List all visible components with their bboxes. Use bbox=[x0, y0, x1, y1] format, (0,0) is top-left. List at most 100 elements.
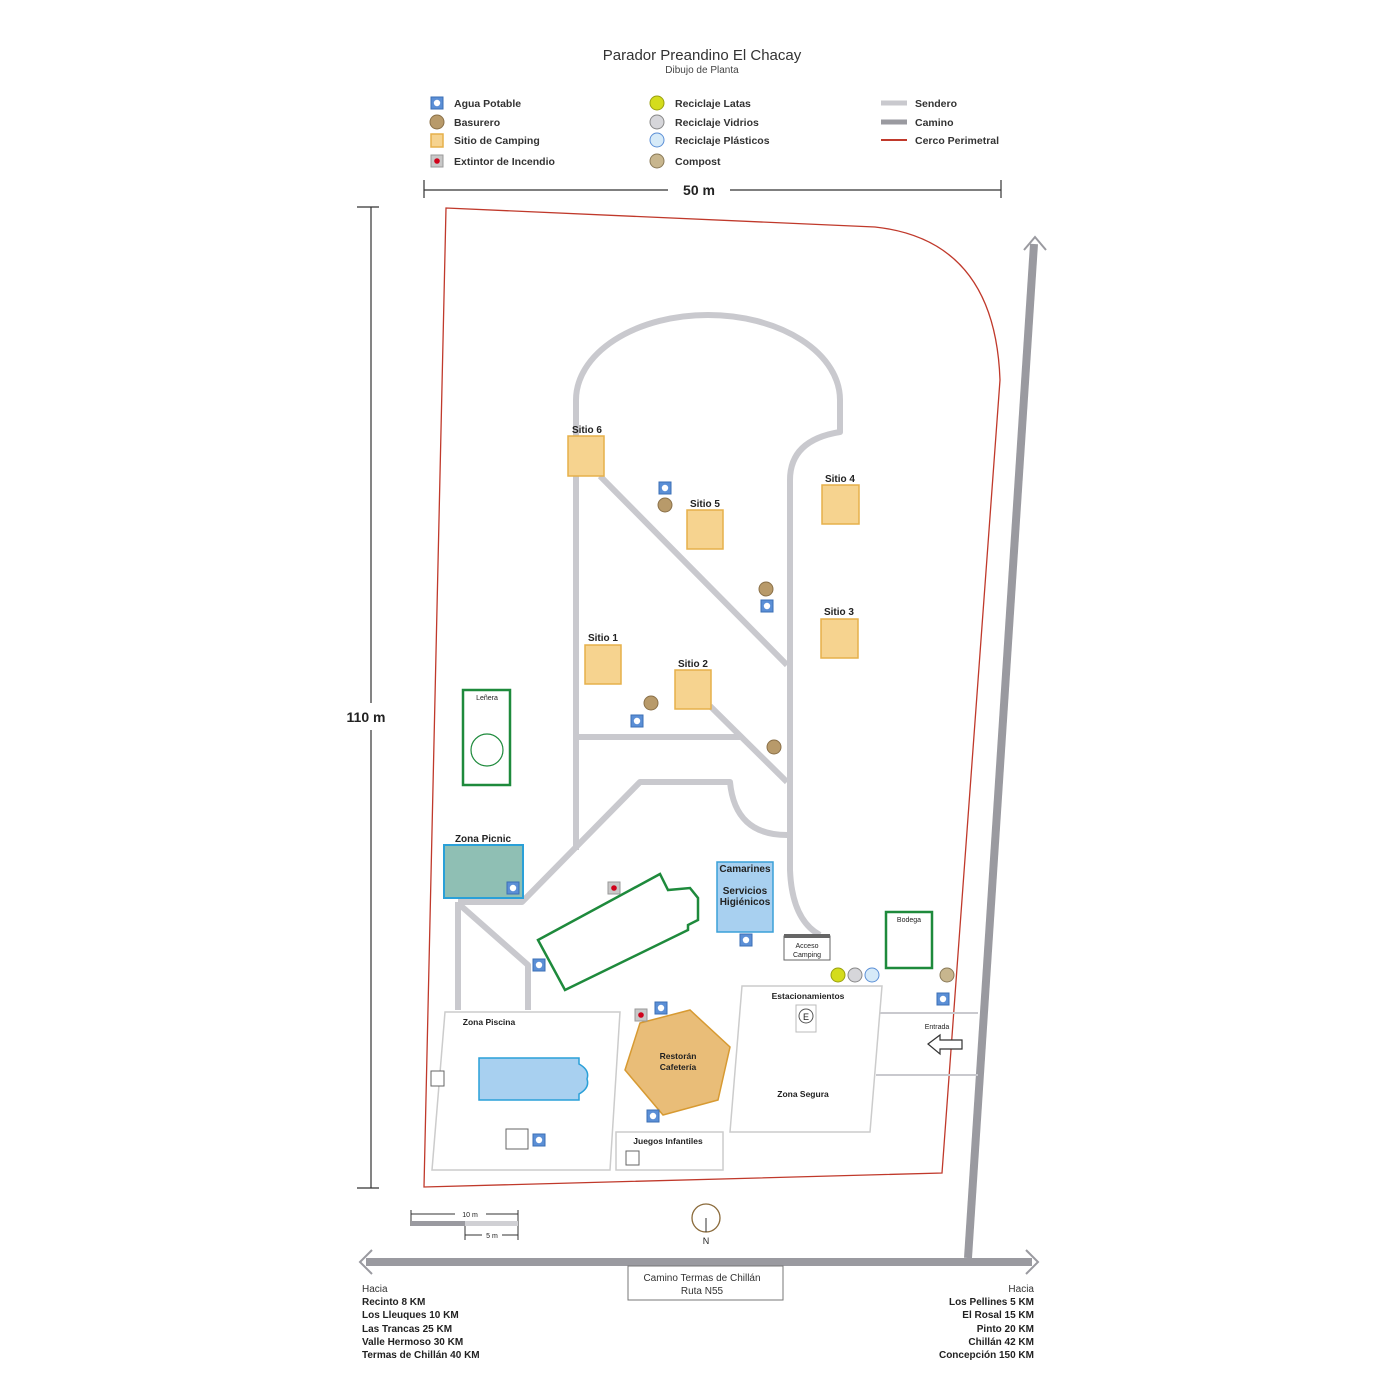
recycle-plastic-icon bbox=[649, 132, 665, 148]
water-icon bbox=[430, 96, 444, 110]
legend-label: Basurero bbox=[454, 117, 500, 129]
camarines-building: Camarines Servicios Higiénicos bbox=[716, 861, 774, 933]
scale-label: 10 m bbox=[462, 1212, 478, 1219]
campsite-sitio-4[interactable]: Sitio 4 bbox=[821, 474, 860, 525]
campsite-icon bbox=[430, 133, 444, 148]
campsite-label: Sitio 1 bbox=[588, 633, 618, 644]
campsite-label: Sitio 5 bbox=[690, 499, 720, 510]
pool-area: Zona Piscina bbox=[430, 1011, 621, 1171]
campsite-label: Sitio 3 bbox=[824, 607, 854, 618]
parking-area: Estacionamientos E Zona Segura bbox=[729, 985, 883, 1133]
legend-label: Sendero bbox=[915, 98, 957, 110]
water-icon bbox=[654, 1001, 668, 1015]
safe-zone-label: Zona Segura bbox=[777, 1089, 829, 1099]
legend-label: Extintor de Incendio bbox=[454, 156, 555, 168]
servicios-label: Servicios bbox=[723, 886, 768, 897]
destination-item: El Rosal 15 KM bbox=[962, 1310, 1034, 1321]
perimeter-fence bbox=[423, 207, 1001, 1188]
bodega-label: Bodega bbox=[897, 917, 921, 924]
recycle-glass-icon bbox=[649, 114, 665, 130]
width-label: 50 m bbox=[683, 182, 715, 198]
compost-icon bbox=[939, 967, 955, 983]
trash-icon bbox=[429, 114, 445, 130]
campsite-sitio-1[interactable]: Sitio 1 bbox=[584, 633, 622, 685]
fire-extinguisher-icon bbox=[607, 881, 621, 895]
trash-icon bbox=[766, 739, 782, 755]
trail-network bbox=[455, 312, 978, 1076]
legend-label: Reciclaje Vidrios bbox=[675, 117, 759, 129]
water-icon bbox=[739, 933, 753, 947]
playground-area: Juegos Infantiles bbox=[615, 1131, 724, 1171]
map-title: Parador Preandino El Chacay bbox=[603, 47, 802, 64]
road-route: Ruta N55 bbox=[681, 1286, 724, 1297]
entrance[interactable]: Entrada bbox=[925, 1024, 963, 1056]
legend-label: Compost bbox=[675, 156, 721, 168]
campsite-sitio-5[interactable]: Sitio 5 bbox=[686, 499, 724, 550]
campsite-sitio-6[interactable]: Sitio 6 bbox=[567, 425, 605, 477]
entrance-label: Entrada bbox=[925, 1024, 950, 1031]
bodega-building: Bodega bbox=[884, 910, 934, 970]
legend-label: Agua Potable bbox=[454, 98, 521, 110]
legend-label: Camino bbox=[915, 117, 954, 129]
acceso-camping-gate: Acceso Camping bbox=[783, 934, 831, 961]
restaurant-building: Restorán Cafetería bbox=[624, 1009, 731, 1116]
fire-extinguisher-icon bbox=[634, 1008, 648, 1022]
swimming-pool bbox=[478, 1057, 589, 1101]
destination-heading: Hacia bbox=[362, 1284, 388, 1295]
water-icon bbox=[936, 992, 950, 1006]
playground-label: Juegos Infantiles bbox=[633, 1136, 703, 1146]
campsite-label: Sitio 2 bbox=[678, 659, 708, 670]
trash-icon bbox=[657, 497, 673, 513]
trash-icon bbox=[758, 581, 774, 597]
trash-icon bbox=[643, 695, 659, 711]
parking-sign: E bbox=[803, 1012, 809, 1022]
water-icon bbox=[630, 714, 644, 728]
destination-item: Concepción 150 KM bbox=[939, 1350, 1034, 1361]
destinations-left: Hacia Recinto 8 KM Los Lleuques 10 KM La… bbox=[362, 1284, 480, 1361]
servicios-label: Higiénicos bbox=[720, 897, 771, 908]
acceso-label: Camping bbox=[793, 952, 821, 959]
restaurant-label: Cafetería bbox=[660, 1062, 697, 1072]
pool-label: Zona Piscina bbox=[463, 1017, 516, 1027]
campsite-sitio-3[interactable]: Sitio 3 bbox=[820, 607, 859, 659]
camarines-label: Camarines bbox=[719, 864, 771, 875]
campsite-label: Sitio 6 bbox=[572, 425, 602, 436]
road-camino bbox=[358, 235, 1047, 1275]
trash-points bbox=[643, 497, 782, 755]
road-label-box: Camino Termas de Chillán Ruta N55 bbox=[627, 1265, 784, 1301]
destination-item: Chillán 42 KM bbox=[968, 1337, 1034, 1348]
legend-label: Reciclaje Latas bbox=[675, 98, 751, 110]
lenera-area: Leñera bbox=[461, 688, 512, 787]
road-name: Camino Termas de Chillán bbox=[643, 1273, 760, 1284]
legend: Agua Potable Basurero Sitio de Camping E… bbox=[429, 95, 999, 169]
scale-label: 5 m bbox=[486, 1233, 498, 1240]
water-icon bbox=[646, 1109, 660, 1123]
height-label: 110 m bbox=[347, 709, 386, 725]
destination-item: Pinto 20 KM bbox=[977, 1324, 1034, 1335]
destination-item: Valle Hermoso 30 KM bbox=[362, 1337, 463, 1348]
compost-icon bbox=[649, 153, 665, 169]
campsite-label: Sitio 4 bbox=[825, 474, 855, 485]
water-icon bbox=[532, 1133, 546, 1147]
recycle-cans-icon bbox=[830, 967, 846, 983]
fire-extinguisher-icon bbox=[430, 154, 444, 168]
destination-item: Termas de Chillán 40 KM bbox=[362, 1350, 480, 1361]
destination-item: Los Pellines 5 KM bbox=[949, 1297, 1034, 1308]
restaurant-label: Restorán bbox=[660, 1051, 697, 1061]
recycle-cans-icon bbox=[649, 95, 665, 111]
legend-label: Cerco Perimetral bbox=[915, 135, 999, 147]
water-icon bbox=[760, 599, 774, 613]
acceso-label: Acceso bbox=[796, 943, 819, 950]
destination-heading: Hacia bbox=[1008, 1284, 1034, 1295]
north-label: N bbox=[703, 1236, 710, 1246]
water-icon bbox=[532, 958, 546, 972]
destinations-right: Hacia Los Pellines 5 KM El Rosal 15 KM P… bbox=[939, 1284, 1034, 1361]
scale-bar: 10 m 5 m bbox=[410, 1210, 519, 1240]
destination-item: Los Lleuques 10 KM bbox=[362, 1310, 459, 1321]
picnic-label: Zona Picnic bbox=[455, 834, 512, 845]
legend-label: Sitio de Camping bbox=[454, 135, 540, 147]
destination-item: Las Trancas 25 KM bbox=[362, 1324, 452, 1335]
recycle-glass-icon bbox=[847, 967, 863, 983]
campsite-sitio-2[interactable]: Sitio 2 bbox=[674, 659, 712, 710]
entrance-arrow-icon bbox=[927, 1033, 963, 1056]
